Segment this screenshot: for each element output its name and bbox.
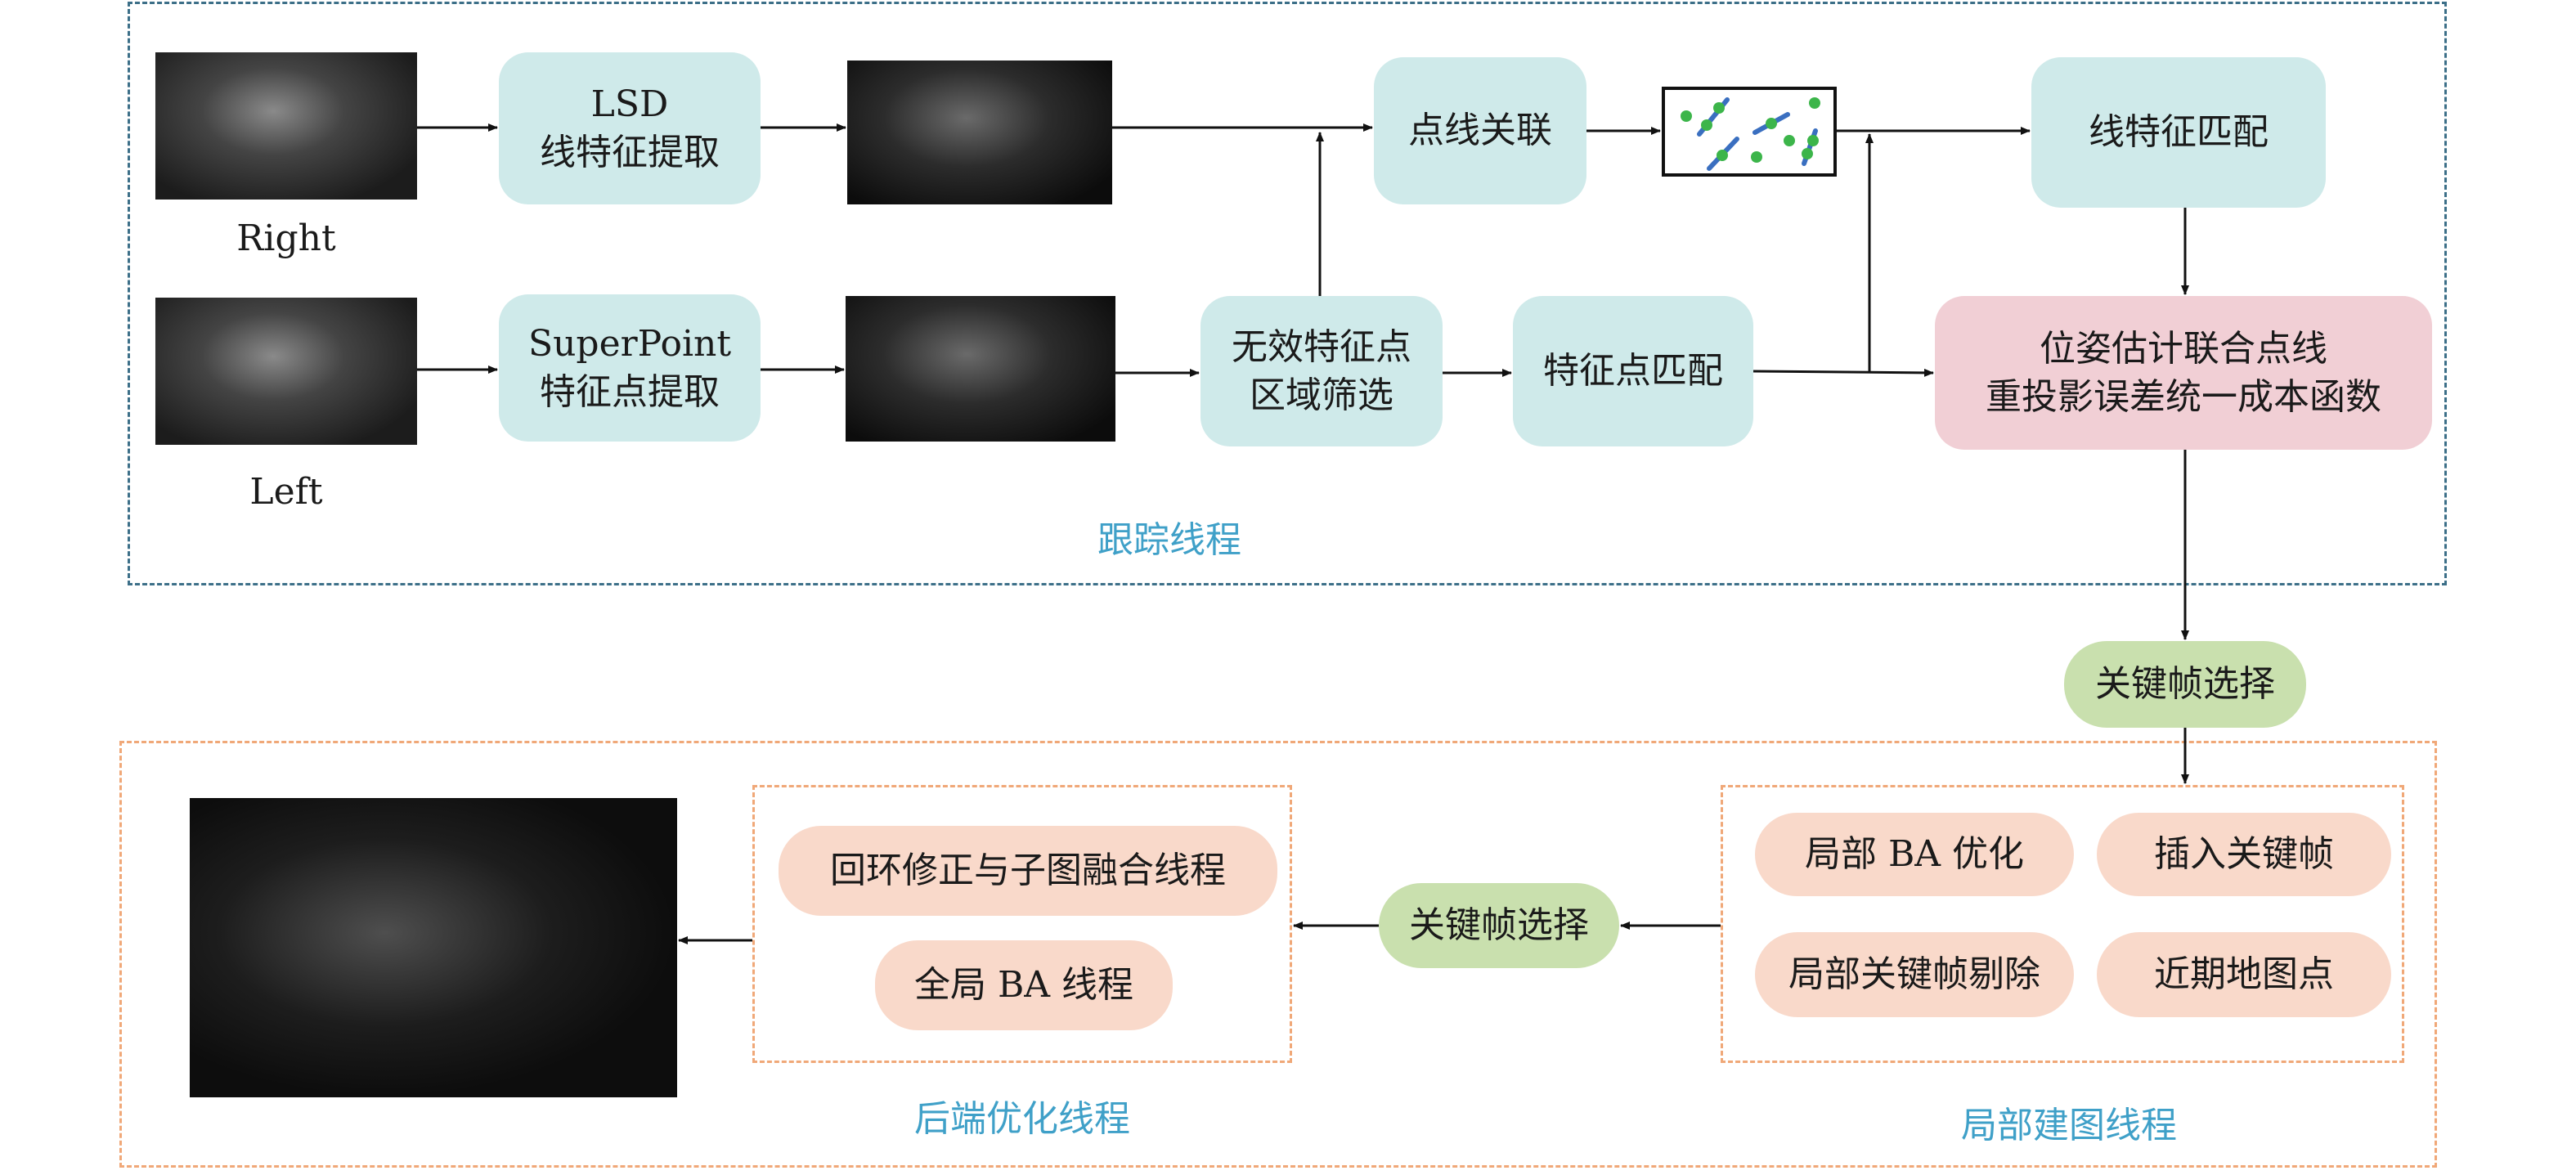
- invalid-filter-line2: 区域筛选: [1250, 374, 1393, 416]
- pose-estimation-box: 位姿估计联合点线 重投影误差统一成本函数: [1935, 296, 2432, 450]
- pose-line2: 重投影误差统一成本函数: [1986, 376, 2381, 418]
- right-camera-image: [155, 52, 417, 200]
- superpoint-title: SuperPoint: [527, 322, 732, 365]
- local-mapping-label: 局部建图线程: [1961, 1105, 2177, 1146]
- global-ba-box: 全局 BA 线程: [875, 940, 1173, 1030]
- pose-line1: 位姿估计联合点线: [2040, 327, 2327, 370]
- point-features-image: [846, 296, 1115, 442]
- backend-label: 后端优化线程: [914, 1098, 1130, 1140]
- keyframe-selection-1: 关键帧选择: [2064, 641, 2306, 728]
- line-features-image: [847, 61, 1112, 204]
- arrow: [1752, 368, 1934, 377]
- local-ba-box: 局部 BA 优化: [1755, 813, 2074, 896]
- point-line-association-box: 点线关联: [1374, 57, 1586, 204]
- invalid-feature-filter-box: 无效特征点 区域筛选: [1200, 296, 1443, 446]
- lsd-title: LSD: [590, 83, 669, 125]
- insert-keyframe-box: 插入关键帧: [2097, 813, 2391, 896]
- invalid-filter-line1: 无效特征点: [1232, 325, 1411, 368]
- left-label: Left: [249, 471, 323, 513]
- point-matching-box: 特征点匹配: [1513, 296, 1753, 446]
- tracking-thread-label: 跟踪线程: [1097, 519, 1241, 561]
- backend-frame: [752, 785, 1292, 1063]
- superpoint-extraction-box: SuperPoint 特征点提取: [499, 294, 761, 442]
- local-mapping-frame: [1721, 785, 2404, 1063]
- map-point-cloud-image: [190, 798, 677, 1097]
- line-matching-box: 线特征匹配: [2031, 57, 2326, 208]
- left-camera-image: [155, 298, 417, 445]
- recent-map-points-box: 近期地图点: [2097, 932, 2391, 1017]
- point-line-association-icon: [1662, 87, 1837, 177]
- superpoint-subtitle: 特征点提取: [540, 371, 720, 413]
- lsd-subtitle: 线特征提取: [540, 132, 720, 173]
- right-label: Right: [236, 218, 336, 259]
- tracking-thread-frame: [128, 2, 2447, 585]
- keyframe-culling-box: 局部关键帧剔除: [1755, 932, 2074, 1017]
- lsd-line-extraction-box: LSD 线特征提取: [499, 52, 761, 204]
- keyframe-selection-2: 关键帧选择: [1379, 883, 1619, 968]
- loop-closure-box: 回环修正与子图融合线程: [779, 826, 1277, 916]
- lower-frame: [119, 741, 2437, 1168]
